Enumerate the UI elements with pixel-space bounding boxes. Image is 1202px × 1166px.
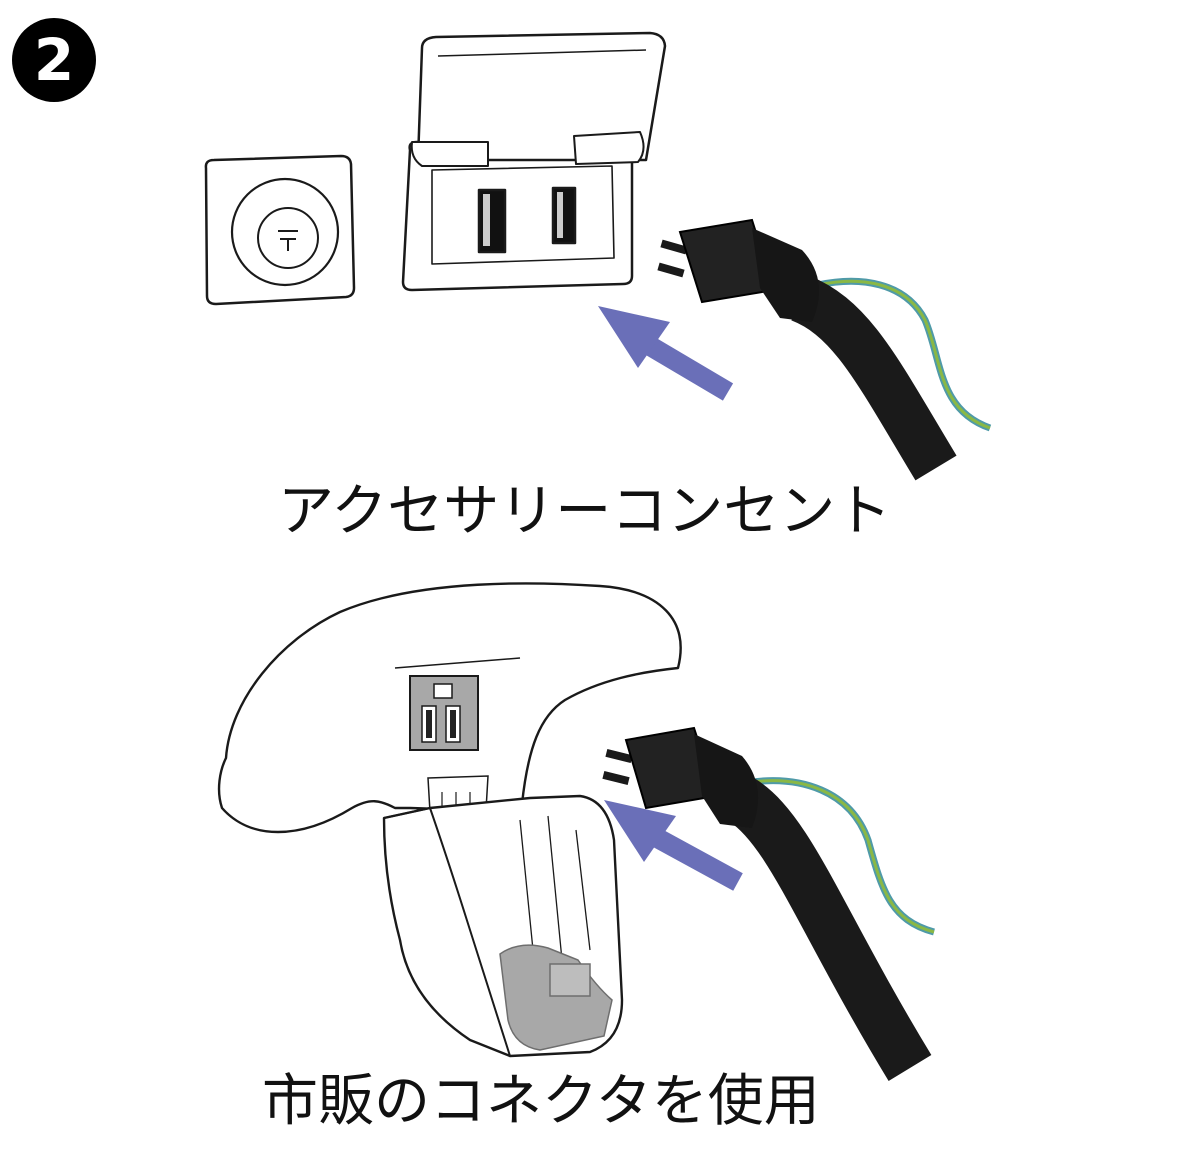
panel-accessory-outlet [204, 31, 992, 481]
console-bin [382, 794, 624, 1058]
power-cable [727, 778, 932, 1081]
power-plug [602, 726, 759, 828]
step-number-badge: 2 [12, 18, 96, 102]
insert-arrow-icon [604, 800, 743, 891]
accessory-outlet-caption: アクセサリーコンセント [278, 479, 892, 544]
accessory-outlet [401, 31, 667, 292]
insert-arrow-icon [598, 306, 734, 401]
commercial-connector-caption: 市販のコネクタを使用 [262, 1069, 820, 1134]
power-plug [657, 218, 820, 322]
panel-console-outlet [217, 582, 935, 1081]
ground-terminal-plate [204, 154, 356, 306]
ground-terminal-icon [278, 230, 298, 251]
power-cable [790, 275, 957, 481]
outlet-slots [477, 186, 577, 254]
